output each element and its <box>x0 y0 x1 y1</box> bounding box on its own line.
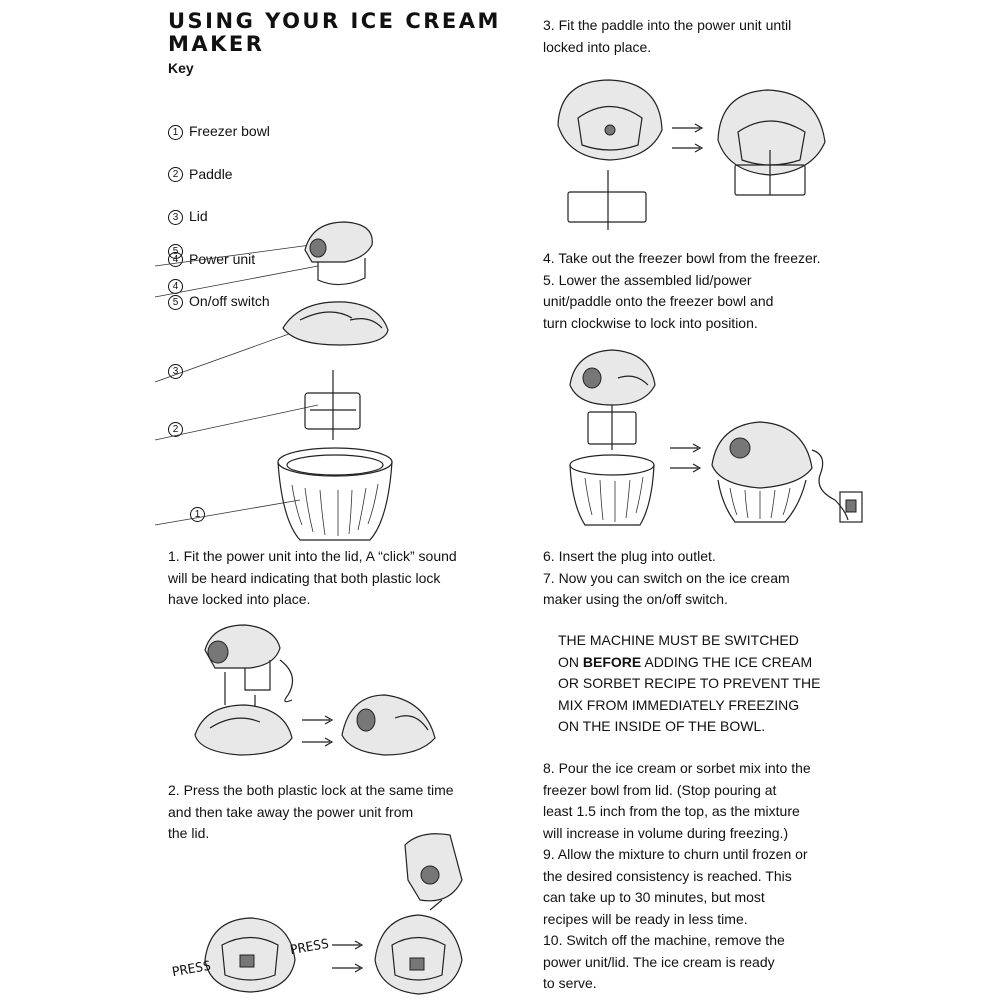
step-1-text: 1. Fit the power unit into the lid, A “c… <box>168 548 457 607</box>
key-heading: Key <box>168 60 194 76</box>
callout-3: 3 <box>168 364 183 379</box>
step-4-5-text: 4. Take out the freezer bowl from the fr… <box>543 250 821 331</box>
page-title: USING YOUR ICE CREAM MAKER <box>168 9 501 56</box>
warning-emphasis: BEFORE <box>582 653 642 670</box>
power-unit-drawing <box>304 221 373 286</box>
callout-lines <box>154 243 319 526</box>
step-3-text: 3. Fit the paddle into the power unit un… <box>543 17 792 55</box>
freezer-bowl-drawing <box>277 447 393 541</box>
lid-drawing <box>282 301 389 346</box>
step-6-7-text: 6. Insert the plug into outlet. 7. Now y… <box>543 548 790 607</box>
callout-2: 2 <box>168 422 183 437</box>
paddle-drawing <box>304 370 361 440</box>
callout-5: 5 <box>168 244 183 259</box>
step-8-10-text: 8. Pour the ice cream or sorbet mix into… <box>543 760 811 991</box>
step5-drawing <box>569 349 863 526</box>
step2-drawing <box>204 833 463 995</box>
step1-drawing <box>194 624 436 756</box>
step-2-text: 2. Press the both plastic lock at the sa… <box>168 782 454 841</box>
step3-drawing <box>557 79 826 230</box>
warning-text: THE MACHINE MUST BE SWITCHED ON BEFORE A… <box>558 632 821 734</box>
callout-1: 1 <box>190 507 205 522</box>
